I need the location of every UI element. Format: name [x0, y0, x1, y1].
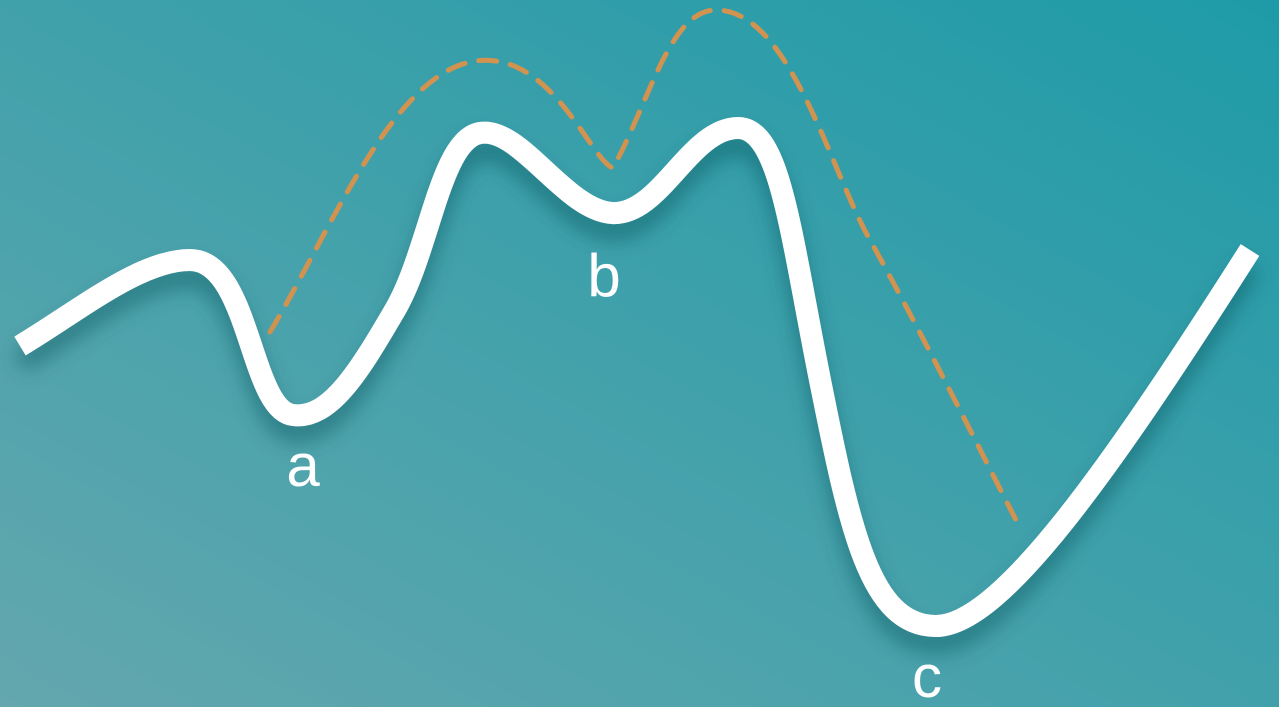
dashed-curve	[267, 7, 1023, 531]
point-label-a: a	[286, 432, 320, 499]
point-label-c: c	[912, 643, 942, 707]
point-label-b: b	[587, 242, 620, 309]
main-curve	[14, 117, 1260, 638]
